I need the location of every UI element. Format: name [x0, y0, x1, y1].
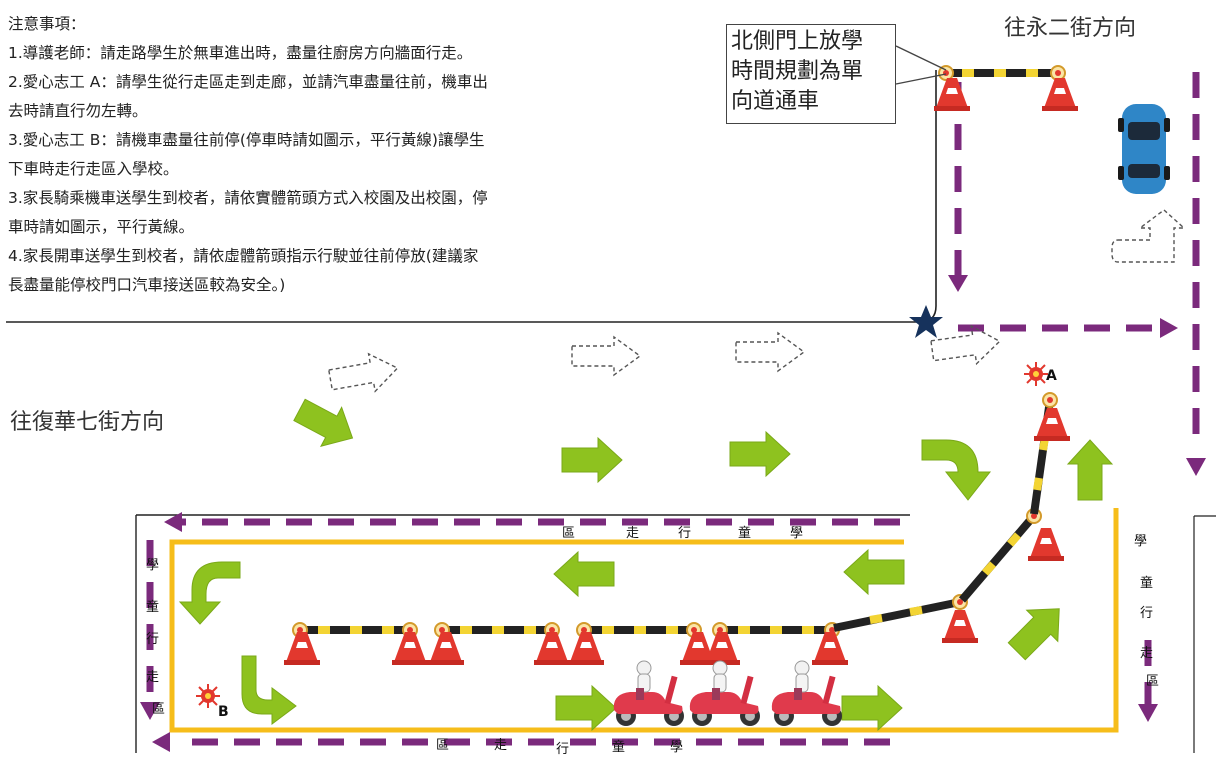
- walk-zone-right-char: 學: [1134, 534, 1148, 549]
- car-flow-dashed-arrows: [326, 209, 1186, 400]
- walk-zone-right-char: 區: [1146, 674, 1160, 689]
- walk-zone-left-char: 童: [146, 600, 160, 615]
- motorcycle-flow-arrows: [178, 389, 1113, 731]
- arrow-icon: [1000, 592, 1076, 668]
- callout-line: 北側門上放學: [731, 29, 864, 54]
- walk-zone-right-char: 行: [1140, 606, 1154, 621]
- callout-line: 時間規劃為單: [731, 59, 864, 84]
- arrow-icon: [1067, 439, 1113, 501]
- arrow-icon: [288, 389, 364, 459]
- star-icon: [909, 305, 943, 338]
- street-label-yong-er: 往永二街方向: [1004, 16, 1137, 41]
- walk-zone-bottom-char: 走: [494, 738, 508, 753]
- arrow-icon: [571, 336, 641, 376]
- walk-zone-top-char: 走: [626, 526, 640, 541]
- walk-zone-bottom-char: 區: [436, 738, 450, 753]
- note-line: 車時請如圖示，平行黃線。: [8, 218, 195, 236]
- arrow-icon: [841, 685, 903, 731]
- callout-pointer: [895, 45, 947, 85]
- car-icon: [1118, 104, 1170, 194]
- parked-scooters: [613, 660, 843, 727]
- dashed-path-arrowheads: [140, 275, 1206, 752]
- walk-zone-right-char: 走: [1140, 646, 1154, 661]
- scooter-icon: [689, 660, 761, 727]
- lane-barriers: [284, 392, 1070, 665]
- school-boundary: [135, 514, 1216, 753]
- walk-zone-left-char: 區: [152, 702, 166, 717]
- note-line: 長盡量能停校門口汽車接送區較為安全。): [8, 276, 286, 294]
- volunteer-a-label: A: [1046, 368, 1057, 384]
- note-line: 4.家長開車送學生到校者，請依虛體箭頭指示行駛並往前停放(建議家: [8, 247, 479, 265]
- scooter-icon: [771, 660, 843, 727]
- north-gate-callout: 北側門上放學 時間規劃為單 向道通車: [726, 24, 896, 124]
- arrow-icon: [561, 437, 623, 483]
- walk-zone-bottom-char: 學: [670, 740, 684, 755]
- walk-zone-top-char: 區: [562, 526, 576, 541]
- arrow-icon: [326, 348, 402, 400]
- street-label-fu-hua-qi: 往復華七街方向: [10, 410, 165, 435]
- arrow-icon: [729, 431, 791, 477]
- note-line: 1.導護老師：請走路學生於無車進出時，盡量往廚房方向牆面行走。: [8, 44, 473, 62]
- volunteer-b-label: B: [218, 704, 229, 720]
- walk-zone-bottom-char: 行: [556, 742, 570, 757]
- walk-zone-right-char: 童: [1140, 576, 1154, 591]
- arrow-icon: [553, 551, 615, 597]
- walk-zone-top-char: 童: [738, 526, 752, 541]
- sun-marker-icon: [195, 683, 221, 709]
- callout-line: 向道通車: [731, 89, 820, 114]
- walk-zone-top-char: 學: [790, 526, 804, 541]
- walk-zone-left-char: 行: [146, 632, 160, 647]
- arrow-icon: [555, 685, 617, 731]
- notes-heading: 注意事項：: [8, 15, 86, 33]
- walk-zone-left-char: 走: [146, 670, 160, 685]
- note-line: 3.家長騎乘機車送學生到校者，請依實體箭頭方式入校園及出校園，停: [8, 189, 488, 207]
- arrow-icon: [1111, 209, 1186, 263]
- walk-zone-bottom-char: 童: [612, 740, 626, 755]
- north-gate-barrier: [934, 65, 1078, 111]
- scooter-icon: [613, 660, 685, 727]
- arrow-icon: [735, 332, 805, 372]
- notes-block: 注意事項： 1.導護老師：請走路學生於無車進出時，盡量往廚房方向牆面行走。 2.…: [8, 10, 698, 300]
- walk-zone-left-char: 學: [146, 558, 160, 573]
- walk-zone-yellow-lines: [169, 508, 1119, 733]
- traffic-cone-icon: [934, 78, 970, 111]
- walk-zone-top-char: 行: [678, 526, 692, 541]
- note-line: 下車時走行走區入學校。: [8, 160, 179, 178]
- arrow-icon: [843, 549, 905, 595]
- note-line: 3.愛心志工 B：請機車盡量往前停(停車時請如圖示，平行黃線)讓學生: [8, 131, 485, 149]
- sun-marker-icon: [1023, 361, 1049, 387]
- note-line: 2.愛心志工 A：請學生從行走區走到走廊，並請汽車盡量往前，機車出: [8, 73, 488, 91]
- one-way-dashed-path: [146, 72, 1200, 746]
- traffic-cone-icon: [1042, 78, 1078, 111]
- note-line: 去時請直行勿左轉。: [8, 102, 148, 120]
